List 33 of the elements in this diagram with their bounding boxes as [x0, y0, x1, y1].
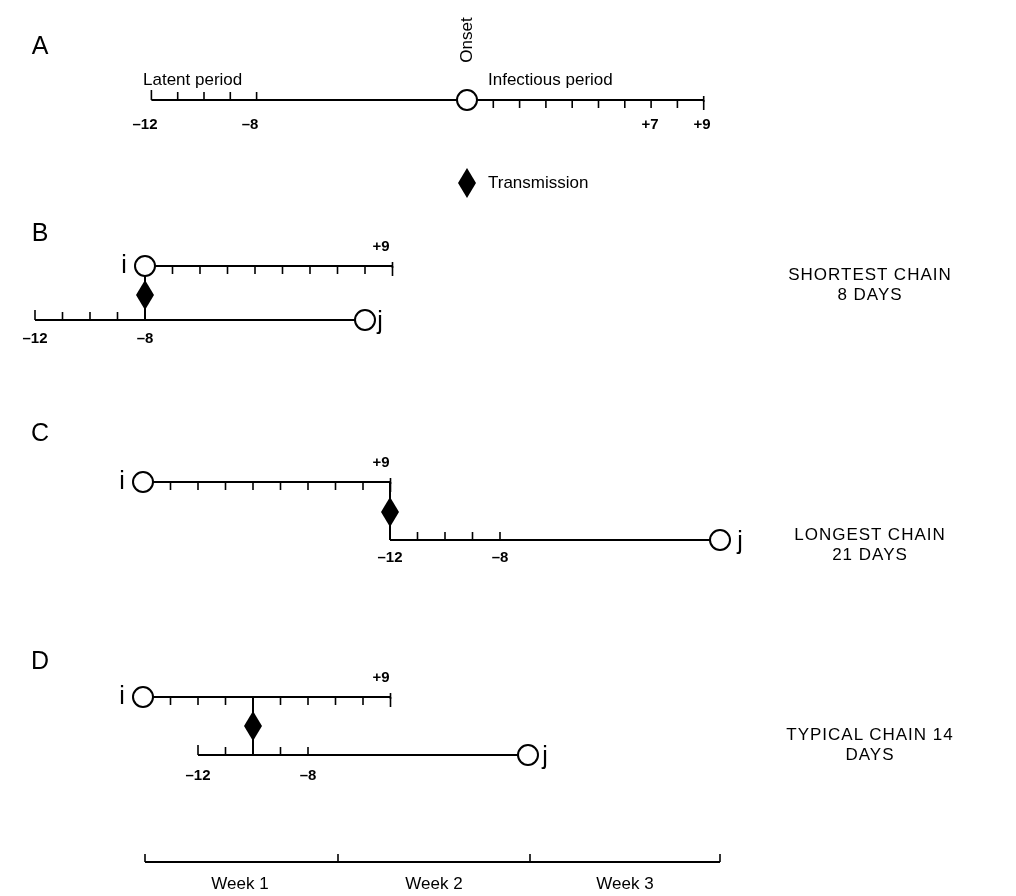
onset-label: Onset — [457, 17, 477, 63]
panel-letter: A — [31, 30, 49, 60]
period-label: Latent period — [143, 70, 243, 90]
week-label: Week 3 — [596, 874, 654, 894]
case-label: i — [119, 465, 125, 495]
chain-label: LONGEST CHAIN 21 DAYS — [793, 525, 947, 565]
tick-label: –8 — [136, 329, 154, 347]
tick-label: +9 — [372, 453, 390, 471]
case-label: i — [121, 249, 127, 279]
period-label: Infectious period — [488, 70, 613, 90]
week-label: Week 2 — [405, 874, 463, 894]
panel-letter: B — [31, 217, 49, 247]
legend-label: Transmission — [488, 173, 589, 193]
tick-label: –12 — [185, 766, 211, 784]
week-label: Week 1 — [211, 874, 269, 894]
chain-label: TYPICAL CHAIN 14 DAYS — [785, 725, 955, 765]
tick-label: +9 — [693, 115, 711, 133]
tick-label: –8 — [491, 548, 509, 566]
tick-label: +7 — [641, 115, 659, 133]
panel-letter: C — [30, 417, 50, 447]
tick-label: +9 — [372, 668, 390, 686]
case-label: j — [737, 525, 743, 555]
case-label: i — [119, 680, 125, 710]
case-label: j — [542, 740, 548, 770]
case-label: j — [377, 305, 383, 335]
tick-label: –12 — [132, 115, 158, 133]
tick-label: +9 — [372, 237, 390, 255]
chain-label: SHORTEST CHAIN 8 DAYS — [787, 265, 953, 305]
tick-label: –12 — [377, 548, 403, 566]
panel-letter: D — [30, 645, 50, 675]
tick-label: –8 — [299, 766, 317, 784]
tick-label: –12 — [22, 329, 48, 347]
tick-label: –8 — [241, 115, 259, 133]
